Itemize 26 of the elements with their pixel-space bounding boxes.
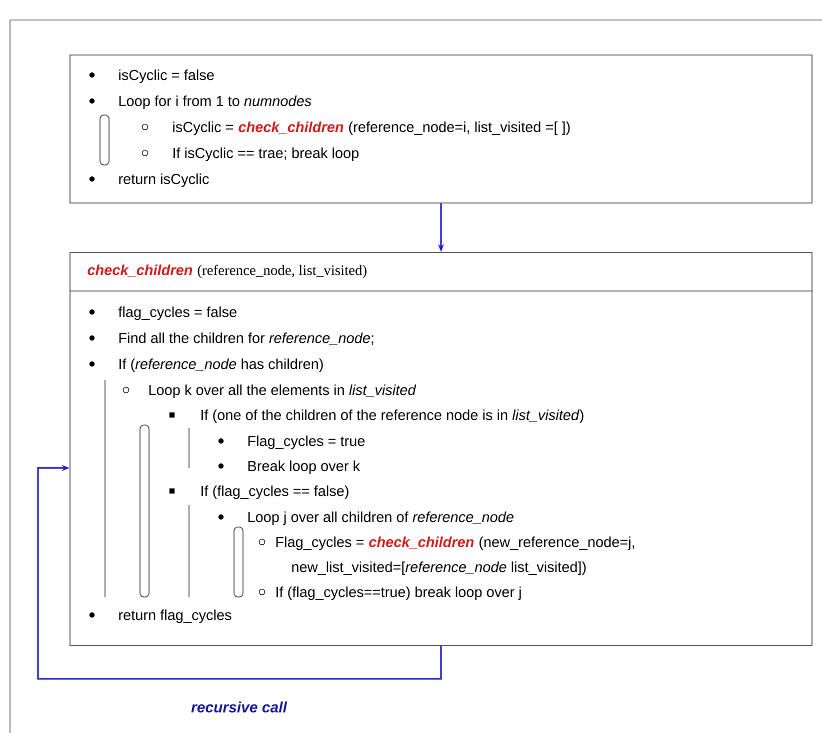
code-text: Flag_cycles = [276,536,364,550]
code-text: Loop for i from 1 to numnodes [119,95,312,109]
arrow [37,464,442,680]
code-text: new_list_visited=[reference_node list_visited]) [292,561,586,575]
function-name: check_children [238,121,344,134]
code-text: flag_cycles = false [118,306,236,320]
code-text: isCyclic = false [119,69,214,83]
code-text: return isCyclic [119,173,209,187]
code-text: If (flag_cycles == false) [202,485,348,499]
code-text: If isCyclic == trae; break loop [174,147,359,161]
code-text: Break loop over k [248,460,360,474]
code-text: Flag_cycles = true [248,435,365,449]
parameter-list: (reference_node, list_visited) [198,264,366,278]
code-text: If (reference_node has children) [120,358,323,372]
edge-label: recursive call [191,701,288,712]
code-text: If (one of the children of the reference node is in list_visited) [202,409,584,423]
code-text: (reference_node=i, list_visited =[ ]) [349,121,570,135]
code-text: Loop k over all the elements in list_visited [149,384,416,398]
code-text: isCyclic = [173,121,234,135]
code-text: Find all the children for reference_node; [119,332,374,345]
function-name: check_children [369,536,474,549]
code-text: (new_reference_node=j, [480,536,634,550]
function-name: check_children [88,264,192,277]
code-text: If (flag_cycles==true) break loop over j [276,586,521,600]
code-text: Loop j over all children of reference_node [248,511,514,525]
code-text: return flag_cycles [119,609,232,623]
